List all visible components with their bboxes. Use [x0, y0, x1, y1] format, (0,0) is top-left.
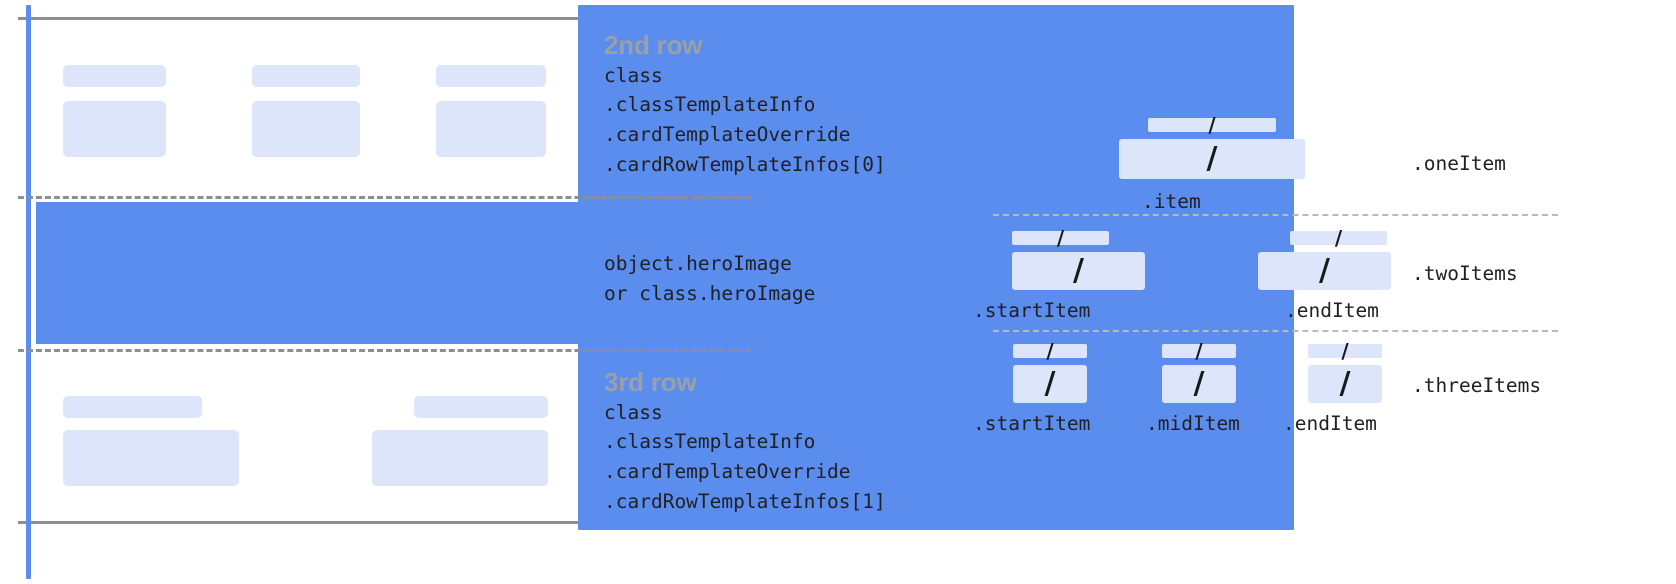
annotation-third-row-heading: 3rd row: [604, 367, 697, 397]
slash-icon: /: [1319, 253, 1330, 288]
slash-icon: /: [1339, 366, 1351, 401]
annotation-second-row-code: class .classTemplateInfo .cardTemplateOv…: [604, 63, 886, 176]
row3-col2-label-placeholder: [414, 396, 548, 418]
item-layout-variants: / / .item .oneItem / / .startItem / / .e…: [960, 0, 1676, 584]
three-items-end-caption: .endItem: [1283, 412, 1377, 435]
slash-icon: /: [1046, 339, 1054, 363]
slash-icon: /: [1044, 366, 1056, 401]
three-items-start-label-chip: /: [1013, 339, 1087, 363]
row3-col1-value-placeholder: [63, 430, 239, 486]
variant-tag-one-item: .oneItem: [1412, 152, 1506, 175]
two-items-end-label-chip: /: [1290, 226, 1387, 250]
one-item-caption: .item: [1142, 190, 1201, 213]
annotation-second-row-heading: 2nd row: [604, 30, 703, 60]
slash-icon: /: [1056, 226, 1065, 250]
three-items-start-caption: .startItem: [973, 412, 1091, 435]
row2-col1-value-placeholder: [63, 101, 166, 157]
one-item-value-chip: /: [1119, 139, 1305, 179]
two-items-start-label-chip: /: [1012, 226, 1109, 250]
card-right-guide: [578, 5, 1294, 530]
two-items-start-caption: .startItem: [973, 299, 1091, 322]
slash-icon: /: [1193, 366, 1205, 401]
row-separator-top: [18, 196, 751, 199]
annotation-third-row-code: class .classTemplateInfo .cardTemplateOv…: [604, 400, 886, 513]
three-items-end-value-chip: /: [1308, 365, 1382, 403]
three-items-mid-caption: .midItem: [1146, 412, 1240, 435]
row3-col1-label-placeholder: [63, 396, 202, 418]
three-items-start-value-chip: /: [1013, 365, 1087, 403]
one-item-label-chip: /: [1148, 113, 1276, 137]
three-items-end-label-chip: /: [1308, 339, 1382, 363]
card-top-border: [18, 17, 590, 20]
row2-col3-label-placeholder: [436, 65, 546, 87]
row3-col2-value-placeholder: [372, 430, 548, 486]
slash-icon: /: [1208, 113, 1216, 137]
two-items-start-value-chip: /: [1012, 252, 1145, 290]
annotation-hero-image: object.heroImage or class.heroImage: [604, 249, 815, 308]
two-items-end-caption: .endItem: [1285, 299, 1379, 322]
slash-icon: /: [1341, 339, 1349, 363]
two-items-end-value-chip: /: [1258, 252, 1391, 290]
variant-separator-2: [993, 330, 1558, 332]
slash-icon: /: [1195, 339, 1203, 363]
card-left-guide: [26, 5, 31, 579]
three-items-mid-label-chip: /: [1162, 339, 1236, 363]
annotation-second-row: 2nd row class .classTemplateInfo .cardTe…: [604, 30, 886, 179]
slash-icon: /: [1073, 253, 1084, 288]
annotation-third-row: 3rd row class .classTemplateInfo .cardTe…: [604, 367, 886, 516]
variant-tag-two-items: .twoItems: [1412, 262, 1518, 285]
row2-col2-label-placeholder: [252, 65, 360, 87]
annotation-hero-image-code: object.heroImage or class.heroImage: [604, 252, 816, 305]
hero-image-block: [36, 202, 582, 344]
variant-tag-three-items: .threeItems: [1412, 374, 1542, 397]
row-separator-bottom: [18, 349, 751, 352]
row2-col1-label-placeholder: [63, 65, 166, 87]
three-items-mid-value-chip: /: [1162, 365, 1236, 403]
slash-icon: /: [1206, 141, 1218, 176]
card-bottom-border: [18, 521, 590, 524]
row2-col2-value-placeholder: [252, 101, 360, 157]
card-structure-diagram: [0, 0, 1294, 584]
variant-separator-1: [993, 214, 1558, 216]
row2-col3-value-placeholder: [436, 101, 546, 157]
slash-icon: /: [1334, 226, 1343, 250]
